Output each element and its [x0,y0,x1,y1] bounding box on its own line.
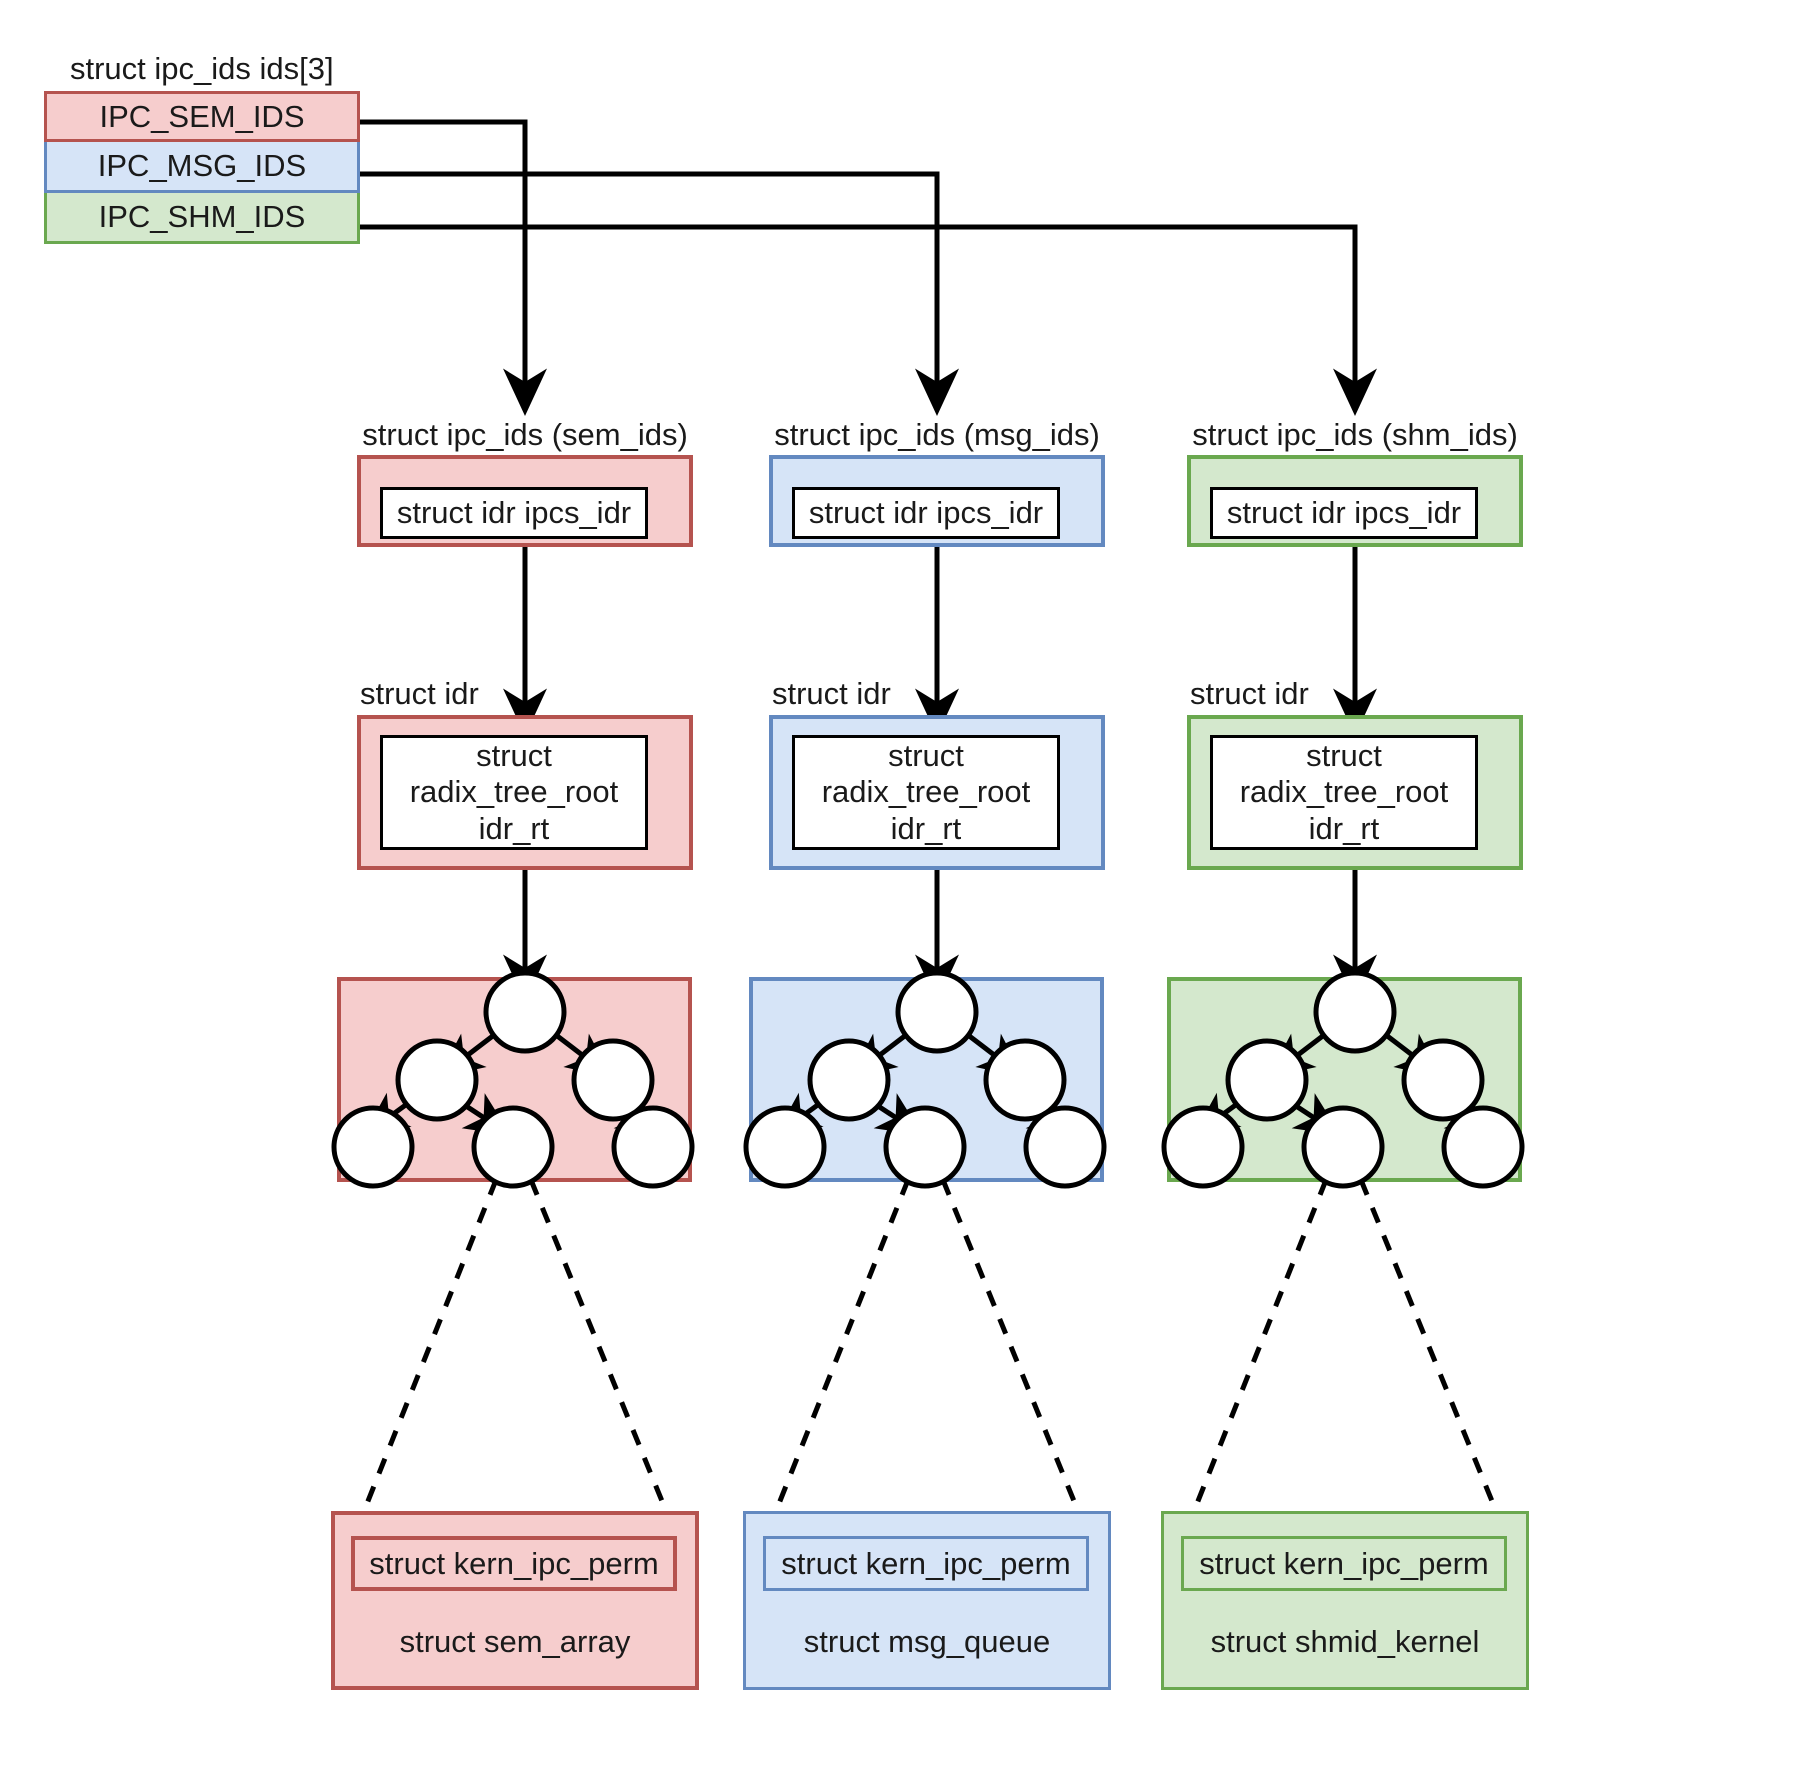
col-shm-idr-caption: struct idr [1190,676,1309,711]
radix-line-1: struct [1306,737,1382,773]
col-msg-ipcs-idr-box[interactable]: struct idr ipcs_idr [792,487,1060,539]
radix-line-1: struct [476,737,552,773]
col-sem-ipcs-idr-box[interactable]: struct idr ipcs_idr [380,487,648,539]
col-msg-tree-box [749,977,1104,1182]
col-sem-object-label: struct sem_array [399,1624,631,1659]
col-sem-kern-ipc-perm-box[interactable]: struct kern_ipc_perm [351,1536,677,1591]
col-sem-ipc-ids-caption: struct ipc_ids (sem_ids) [362,417,688,452]
radix-line-3: idr_rt [890,810,962,846]
ids-row-msg[interactable]: IPC_MSG_IDS [44,142,360,193]
ids-row-sem[interactable]: IPC_SEM_IDS [44,91,360,142]
col-sem-tree-box [337,977,692,1182]
col-msg-ipc-ids-caption: struct ipc_ids (msg_ids) [774,417,1100,452]
radix-line-3: idr_rt [478,810,550,846]
col-msg-kern-ipc-perm-box[interactable]: struct kern_ipc_perm [763,1536,1089,1591]
radix-line-3: idr_rt [1308,810,1380,846]
radix-line-2: radix_tree_root [821,774,1031,810]
dashed-link-left [363,1179,499,1507]
col-shm-object-label: struct shmid_kernel [1210,1624,1480,1659]
col-msg-radix-tree-root-box[interactable]: struct radix_tree_root idr_rt [792,735,1060,850]
col-sem-radix-tree-root-box[interactable]: struct radix_tree_root idr_rt [380,735,648,850]
ids-row-shm[interactable]: IPC_SHM_IDS [44,193,360,244]
col-shm-ipcs-idr-box[interactable]: struct idr ipcs_idr [1210,487,1478,539]
col-shm-radix-tree-root-box[interactable]: struct radix_tree_root idr_rt [1210,735,1478,850]
radix-line-2: radix_tree_root [1239,774,1449,810]
col-shm-tree-box [1167,977,1522,1182]
radix-line-1: struct [888,737,964,773]
dashed-link-left [1193,1179,1329,1507]
ids-array: IPC_SEM_IDS IPC_MSG_IDS IPC_SHM_IDS [44,91,360,244]
col-sem-idr-caption: struct idr [360,676,479,711]
col-shm-ipc-ids-caption: struct ipc_ids (shm_ids) [1192,417,1518,452]
dashed-link-right [940,1179,1079,1507]
ids-array-caption: struct ipc_ids ids[3] [70,51,334,86]
dashed-link-right [528,1179,667,1507]
col-shm-kern-ipc-perm-box[interactable]: struct kern_ipc_perm [1181,1536,1507,1591]
col-msg-object-label: struct msg_queue [803,1624,1051,1659]
col-msg-idr-caption: struct idr [772,676,891,711]
radix-line-2: radix_tree_root [409,774,619,810]
dashed-link-right [1358,1179,1497,1507]
dashed-link-left [775,1179,911,1507]
